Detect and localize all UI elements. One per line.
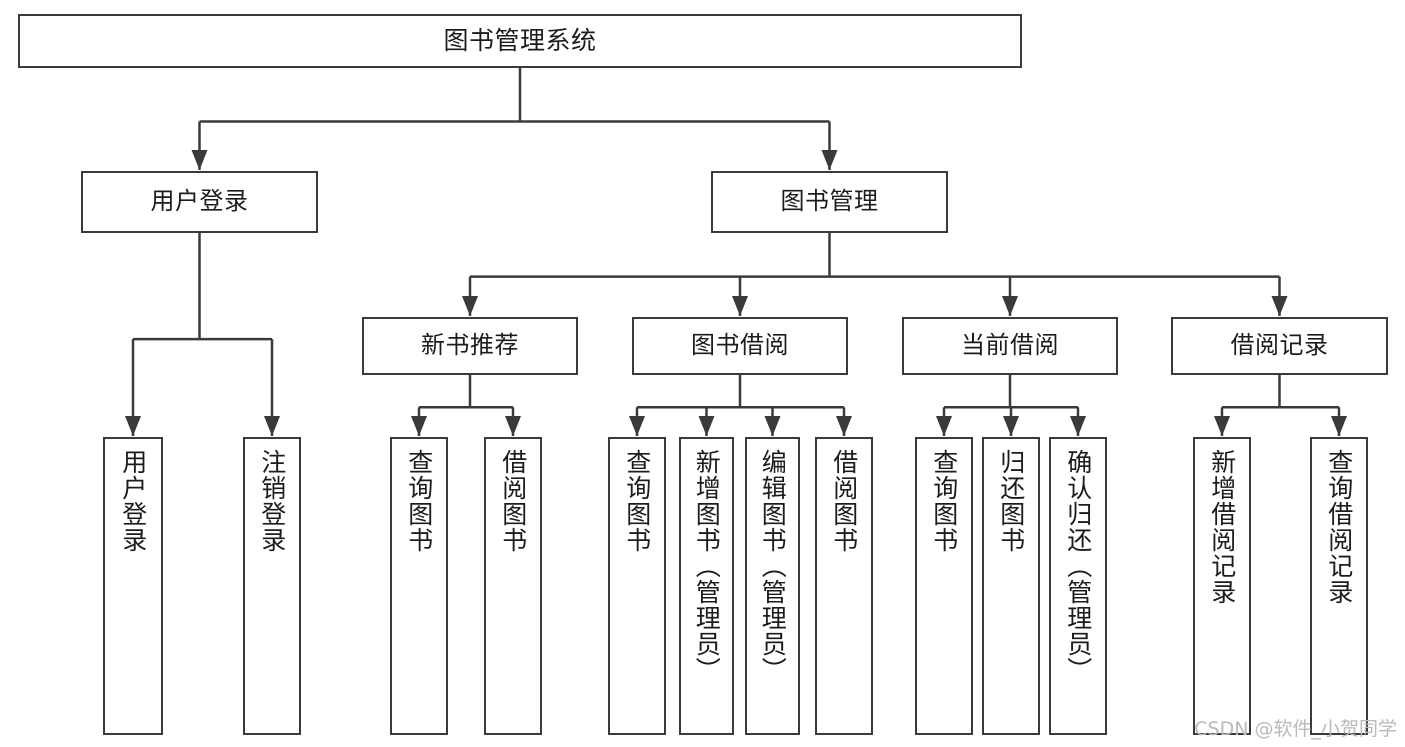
node-leaf-query-book-3[interactable]: 查询图书 [915, 437, 973, 735]
node-leaf-query-book-2[interactable]: 查询图书 [608, 437, 666, 735]
watermark-text: CSDN @软件_小贺同学 [1194, 718, 1397, 740]
edge-arrowhead [411, 416, 427, 436]
node-book-borrow[interactable]: 图书借阅 [632, 317, 848, 375]
node-label-leaf-add-record: 新增借阅记录 [1207, 449, 1237, 605]
node-current-borrow[interactable]: 当前借阅 [902, 317, 1118, 375]
node-leaf-add-record[interactable]: 新增借阅记录 [1193, 437, 1251, 735]
node-label-borrow-record: 借阅记录 [1230, 331, 1329, 360]
node-root[interactable]: 图书管理系统 [18, 14, 1022, 68]
edge-arrowhead [191, 150, 208, 170]
node-borrow-record[interactable]: 借阅记录 [1171, 317, 1388, 375]
edge-arrowhead [462, 296, 478, 316]
edge-arrowhead [629, 416, 645, 436]
node-label-leaf-return-book: 归还图书 [996, 449, 1026, 553]
node-label-leaf-user-login: 用户登录 [118, 449, 148, 553]
node-label-leaf-query-book-3: 查询图书 [929, 449, 959, 553]
node-label-leaf-confirm-return: 确认归还（管理员） [1063, 449, 1093, 683]
edge-arrowhead [1002, 296, 1018, 316]
node-user-login[interactable]: 用户登录 [81, 171, 318, 233]
node-label-leaf-query-book-1: 查询图书 [404, 449, 434, 553]
node-book-manage[interactable]: 图书管理 [711, 171, 948, 233]
node-leaf-query-record[interactable]: 查询借阅记录 [1310, 437, 1368, 735]
node-leaf-borrow-book-2[interactable]: 借阅图书 [815, 437, 873, 735]
node-label-leaf-user-logout: 注销登录 [257, 449, 287, 553]
node-new-book-rec[interactable]: 新书推荐 [362, 317, 578, 375]
node-leaf-query-book-1[interactable]: 查询图书 [390, 437, 448, 735]
edge-arrowhead [1271, 296, 1288, 316]
edge-arrowhead [936, 416, 952, 436]
node-label-current-borrow: 当前借阅 [961, 331, 1059, 360]
node-label-book-borrow: 图书借阅 [691, 331, 789, 360]
edge-arrowhead [1214, 416, 1230, 436]
node-label-leaf-edit-book: 编辑图书（管理员） [758, 449, 788, 683]
edge-arrowhead [698, 416, 715, 436]
edge-arrowhead [836, 416, 852, 436]
node-label-user-login: 用户登录 [150, 187, 249, 216]
edge-arrowhead [505, 416, 521, 436]
node-label-root: 图书管理系统 [443, 25, 597, 55]
edge-arrowhead [125, 416, 141, 436]
node-label-book-manage: 图书管理 [780, 187, 879, 216]
edge-arrowhead [732, 296, 748, 316]
node-label-leaf-borrow-book-2: 借阅图书 [829, 449, 859, 553]
node-leaf-user-login[interactable]: 用户登录 [103, 437, 163, 735]
edge-arrowhead [264, 416, 280, 436]
node-label-leaf-query-book-2: 查询图书 [622, 449, 652, 553]
node-leaf-confirm-return[interactable]: 确认归还（管理员） [1049, 437, 1107, 735]
edge-arrowhead [764, 416, 781, 436]
node-leaf-edit-book[interactable]: 编辑图书（管理员） [745, 437, 800, 735]
edge-arrowhead [821, 150, 838, 170]
node-leaf-user-logout[interactable]: 注销登录 [243, 437, 301, 735]
node-label-new-book-rec: 新书推荐 [421, 331, 519, 360]
node-leaf-return-book[interactable]: 归还图书 [982, 437, 1040, 735]
node-leaf-add-book[interactable]: 新增图书（管理员） [679, 437, 734, 735]
edge-arrowhead [1070, 416, 1086, 436]
node-leaf-borrow-book-1[interactable]: 借阅图书 [484, 437, 542, 735]
edge-arrowhead [1331, 416, 1347, 436]
node-label-leaf-borrow-book-1: 借阅图书 [498, 449, 528, 553]
node-label-leaf-query-record: 查询借阅记录 [1324, 449, 1354, 605]
node-label-leaf-add-book: 新增图书（管理员） [692, 449, 722, 683]
edge-arrowhead [1003, 416, 1019, 436]
